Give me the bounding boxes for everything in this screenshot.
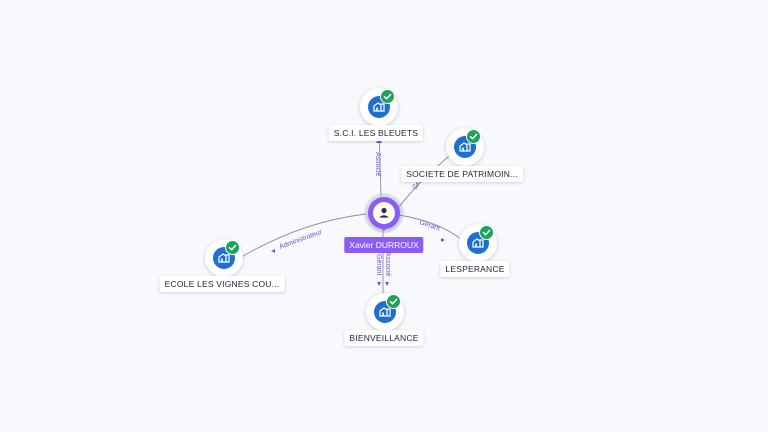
company-label-esperance[interactable]: LESPERANCE — [440, 261, 510, 277]
check-icon — [479, 225, 494, 240]
company-node-bienveillance[interactable] — [366, 293, 404, 331]
company-node-ecole[interactable] — [205, 239, 243, 277]
edge-ecole — [239, 213, 367, 259]
check-icon — [386, 294, 401, 309]
arrow-bienveillance-1 — [377, 282, 381, 286]
arrow-bienveillance-2 — [385, 282, 389, 286]
company-node-esperance[interactable] — [459, 224, 497, 262]
company-node-patrimoine[interactable] — [446, 128, 484, 166]
edge-esperance — [398, 214, 463, 241]
edge-label-bienveillance-1: Gérant — [375, 254, 382, 275]
check-icon — [380, 89, 395, 104]
edge-label-scibleuets: Associé — [374, 152, 381, 177]
company-node-scibleuets[interactable] — [360, 88, 398, 126]
edge-label-bienveillance-2: Associé — [384, 252, 391, 277]
check-icon — [466, 129, 481, 144]
company-label-ecole[interactable]: ECOLE LES VIGNES COU... — [159, 276, 285, 292]
person-node[interactable] — [368, 197, 400, 229]
arrow-ecole — [271, 249, 275, 253]
edge-label-ecole: Administrateur — [278, 229, 323, 251]
arrow-esperance — [441, 238, 445, 242]
person-icon — [373, 202, 395, 224]
company-label-patrimoine[interactable]: SOCIETE DE PATRIMOIN... — [401, 166, 523, 182]
person-label[interactable]: Xavier DURROUX — [344, 237, 424, 253]
company-label-scibleuets[interactable]: S.C.I. LES BLEUETS — [328, 125, 424, 141]
check-icon — [225, 240, 240, 255]
edge-label-esperance: Gérant — [418, 219, 441, 232]
company-label-bienveillance[interactable]: BIENVEILLANCE — [344, 330, 424, 346]
